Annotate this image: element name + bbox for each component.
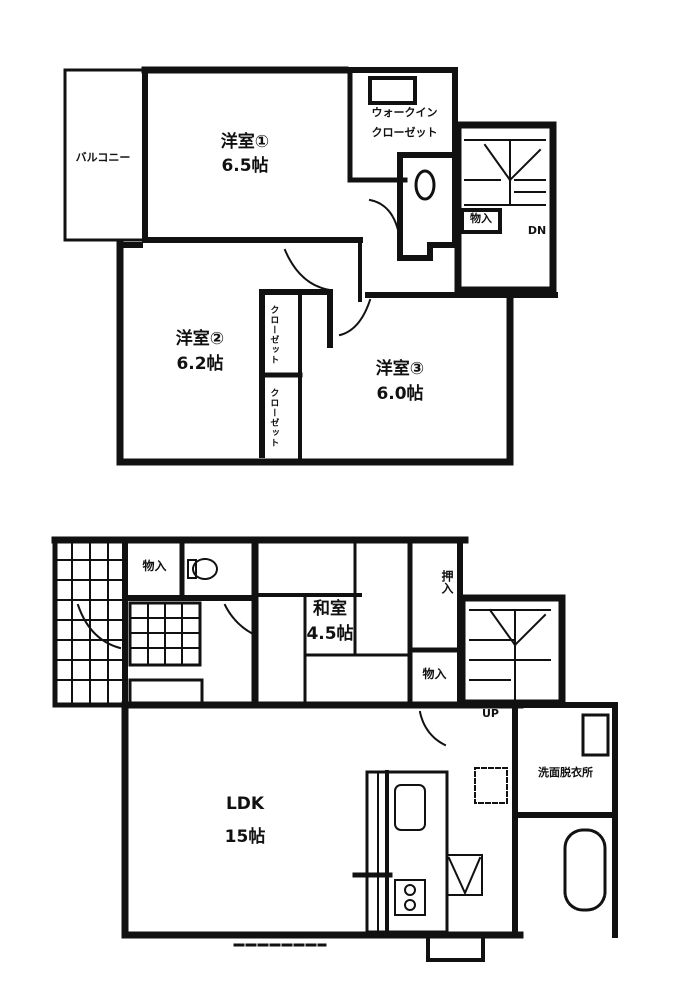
stairs-down-label: DN (527, 224, 547, 237)
stairs-up-label: UP (482, 707, 499, 720)
storage-1f-b-label: 物入 (422, 667, 447, 681)
ldk-size: 15帖 (224, 827, 266, 847)
western2-name: 洋室② (175, 329, 225, 349)
western2-size: 6.2帖 (176, 354, 224, 374)
walkin-label-1: ウォークイン (371, 106, 438, 119)
western3-size: 6.0帖 (376, 384, 424, 404)
storage-2f-label: 物入 (470, 212, 492, 225)
washitsu-name: 和室 (313, 599, 347, 619)
balcony-label: バルコニー (75, 151, 131, 164)
washitsu-size: 4.5帖 (306, 624, 354, 644)
oshiire-label: 押入 (440, 570, 454, 594)
closet-b-label: クローゼット (268, 388, 279, 448)
storage-1f-a-label: 物入 (142, 559, 167, 573)
closet-a-label: クローゼット (268, 305, 279, 365)
western1-size: 6.5帖 (221, 156, 269, 176)
walkin-label-2: クローゼット (371, 126, 438, 139)
western1-name: 洋室① (220, 132, 270, 152)
western3-name: 洋室③ (375, 359, 425, 379)
ldk-name: LDK (225, 794, 265, 814)
senmen-label: 洗面脱衣所 (538, 766, 593, 779)
